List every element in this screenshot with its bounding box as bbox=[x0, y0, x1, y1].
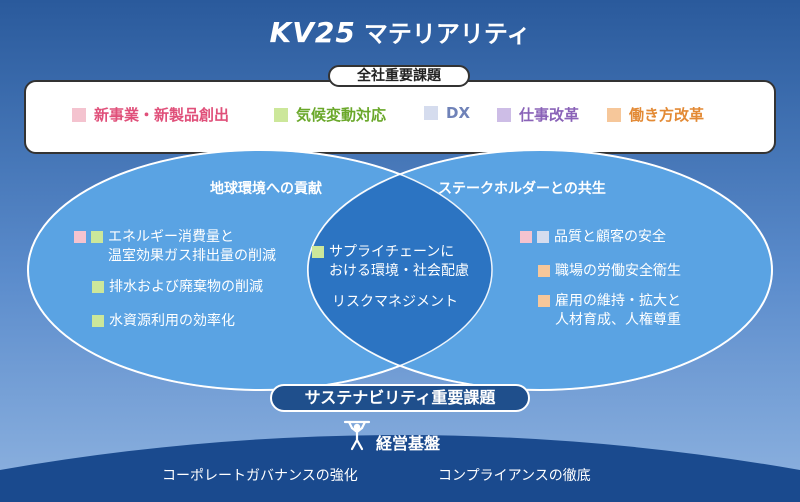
issue-workstyle: 働き方改革 bbox=[607, 104, 704, 125]
work-reform-marker bbox=[497, 107, 511, 122]
issue-climate: 気候変動対応 bbox=[274, 104, 386, 125]
issue-label: 気候変動対応 bbox=[296, 106, 387, 124]
item-line: リスクマネジメント bbox=[332, 294, 458, 310]
env-item-energy: エネルギー消費量と 温室効果ガス排出量の削減 bbox=[74, 228, 276, 266]
item-line: サプライチェーンに bbox=[329, 244, 455, 260]
issue-label: DX bbox=[446, 104, 471, 122]
workstyle-marker bbox=[607, 107, 621, 122]
item-line: エネルギー消費量と bbox=[108, 229, 234, 245]
center-item-supply-chain: サプライチェーンに おける環境・社会配慮 bbox=[312, 243, 469, 281]
marker bbox=[74, 231, 86, 243]
issue-work-reform: 仕事改革 bbox=[497, 104, 579, 125]
item-line: 品質と顧客の安全 bbox=[554, 229, 666, 245]
sh-item-quality: 品質と顧客の安全 bbox=[520, 228, 666, 247]
marker bbox=[537, 231, 549, 243]
company-issues-panel bbox=[24, 80, 776, 154]
company-issues-label: 全社重要課題 bbox=[328, 65, 470, 87]
foundation-arc bbox=[0, 435, 800, 502]
dx-marker bbox=[424, 106, 438, 120]
marker bbox=[91, 231, 103, 243]
sustainability-label: サステナビリティ重要課題 bbox=[270, 384, 530, 412]
issue-label: 仕事改革 bbox=[519, 106, 580, 124]
issue-label: 新事業・新製品創出 bbox=[94, 106, 230, 124]
marker bbox=[538, 265, 550, 277]
marker bbox=[92, 315, 104, 327]
new-business-marker bbox=[72, 107, 86, 122]
issue-dx: DX bbox=[424, 104, 470, 122]
item-line: 雇用の維持・拡大と bbox=[555, 293, 681, 309]
overlap-region bbox=[308, 150, 492, 390]
foundation-label: 経営基盤 bbox=[376, 434, 441, 453]
item-line: 水資源利用の効率化 bbox=[109, 313, 235, 329]
stakeholder-title: ステークホルダーとの共生 bbox=[438, 181, 606, 197]
environment-title: 地球環境への貢献 bbox=[210, 181, 322, 197]
env-item-water: 水資源利用の効率化 bbox=[92, 312, 235, 331]
marker bbox=[538, 295, 550, 307]
marker bbox=[92, 281, 104, 293]
foundation-item-compliance: コンプライアンスの徹底 bbox=[438, 468, 591, 484]
foundation-item-governance: コーポレートガバナンスの強化 bbox=[162, 468, 358, 484]
sh-item-employment: 雇用の維持・拡大と 人材育成、人権尊重 bbox=[538, 292, 681, 330]
issue-new-business: 新事業・新製品創出 bbox=[72, 104, 229, 125]
center-item-risk: リスクマネジメント bbox=[332, 293, 458, 312]
item-line: 人材育成、人権尊重 bbox=[555, 312, 681, 328]
title-brand: KV25 bbox=[269, 16, 356, 49]
title-label: マテリアリティ bbox=[363, 20, 531, 48]
atlas-figure-icon bbox=[343, 420, 371, 451]
climate-marker bbox=[274, 107, 288, 122]
item-line: おける環境・社会配慮 bbox=[329, 263, 469, 279]
issue-label: 働き方改革 bbox=[629, 106, 705, 124]
sh-item-safety: 職場の労働安全衛生 bbox=[538, 262, 681, 281]
item-line: 温室効果ガス排出量の削減 bbox=[108, 248, 276, 264]
item-line: 排水および廃棄物の削減 bbox=[109, 279, 263, 295]
marker bbox=[520, 231, 532, 243]
marker bbox=[312, 246, 324, 258]
item-line: 職場の労働安全衛生 bbox=[555, 263, 681, 279]
env-item-waste: 排水および廃棄物の削減 bbox=[92, 278, 263, 297]
